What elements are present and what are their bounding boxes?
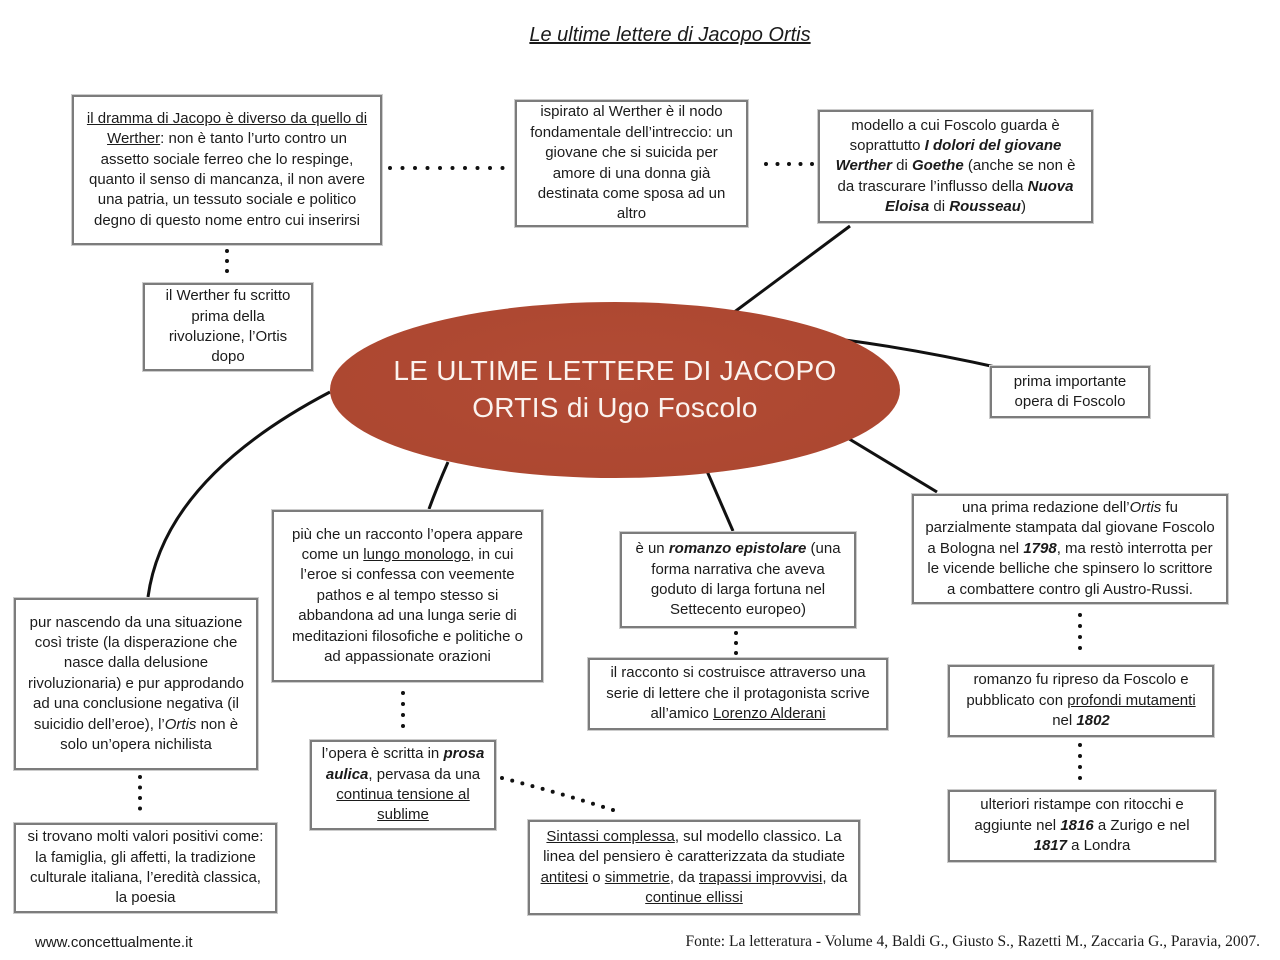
node-modello-goethe: modello a cui Foscolo guarda è soprattut…	[818, 110, 1093, 223]
node-ispirato-text: ispirato al Werther è il nodo fondamenta…	[530, 103, 733, 223]
node-prima-redazione-1798: una prima redazione dell’Ortis fu parzia…	[912, 494, 1228, 604]
node-epistolare-text: è un romanzo epistolare (una forma narra…	[635, 540, 841, 619]
node-ripreso-1802: romanzo fu ripreso da Foscolo e pubblica…	[948, 665, 1214, 737]
node-ispirato-al-werther: ispirato al Werther è il nodo fondamenta…	[515, 100, 748, 227]
site-url: www.concettualmente.it	[35, 934, 193, 951]
connector-ellipse-modello	[732, 224, 851, 315]
central-topic-line1: LE ULTIME LETTERE DI JACOPO	[393, 355, 837, 387]
node-lungo-monologo: più che un racconto l’opera appare come …	[272, 510, 543, 682]
connector-prosa-sintassi-dotted	[500, 776, 615, 812]
connector-ellipse-pur-nascendo	[146, 390, 331, 598]
node-serie-di-lettere: il racconto si costruisce attraverso una…	[588, 658, 888, 730]
node-redazione-text: una prima redazione dell’Ortis fu parzia…	[925, 499, 1215, 598]
node-dramma-di-jacopo: il dramma di Jacopo è diverso da quello …	[72, 95, 382, 245]
central-topic-line2: ORTIS di Ugo Foscolo	[472, 392, 758, 423]
connector-ellipse-monologo	[427, 461, 450, 510]
node-ripreso-text: romanzo fu ripreso da Foscolo e pubblica…	[966, 671, 1196, 730]
node-sintassi-complessa: Sintassi complessa, sul modello classico…	[528, 820, 860, 915]
central-topic-ellipse: LE ULTIME LETTERE DI JACOPO ORTIS di Ugo…	[330, 302, 900, 478]
node-prosa-text: l’opera è scritta in prosa aulica, perva…	[321, 745, 485, 824]
node-valori-positivi: si trovano molti valori positivi come: l…	[14, 823, 277, 913]
node-modello-text: modello a cui Foscolo guarda è soprattut…	[835, 116, 1076, 216]
page-title: Le ultime lettere di Jacopo Ortis	[529, 24, 811, 46]
node-monologo-text: più che un racconto l’opera appare come …	[292, 525, 523, 665]
node-racconto-text: il racconto si costruisce attraverso una…	[606, 664, 870, 723]
node-werther-scritto-text: il Werther fu scritto prima della rivolu…	[165, 287, 291, 366]
node-dramma-text: il dramma di Jacopo è diverso da quello …	[86, 109, 368, 229]
node-prima-opera-text: prima importante opera di Foscolo	[1013, 372, 1127, 410]
node-romanzo-epistolare: è un romanzo epistolare (una forma narra…	[620, 532, 856, 628]
node-valori-text: si trovano molti valori positivi come: l…	[27, 828, 264, 907]
node-prosa-aulica: l’opera è scritta in prosa aulica, perva…	[310, 740, 496, 830]
node-ristampe-1816-1817: ulteriori ristampe con ritocchi e aggiun…	[948, 790, 1216, 862]
node-sintassi-text: Sintassi complessa, sul modello classico…	[540, 827, 848, 906]
node-ristampe-text: ulteriori ristampe con ritocchi e aggiun…	[974, 796, 1190, 855]
node-pur-nascendo-text: pur nascendo da una situazione così tris…	[28, 613, 244, 753]
node-prima-opera: prima importante opera di Foscolo	[990, 366, 1150, 418]
connector-ellipse-prima-opera	[844, 338, 1001, 370]
node-non-nichilista: pur nascendo da una situazione così tris…	[14, 598, 258, 770]
node-werther-scritto-prima: il Werther fu scritto prima della rivolu…	[143, 283, 313, 371]
source-citation: Fonte: La letteratura - Volume 4, Baldi …	[685, 933, 1260, 950]
